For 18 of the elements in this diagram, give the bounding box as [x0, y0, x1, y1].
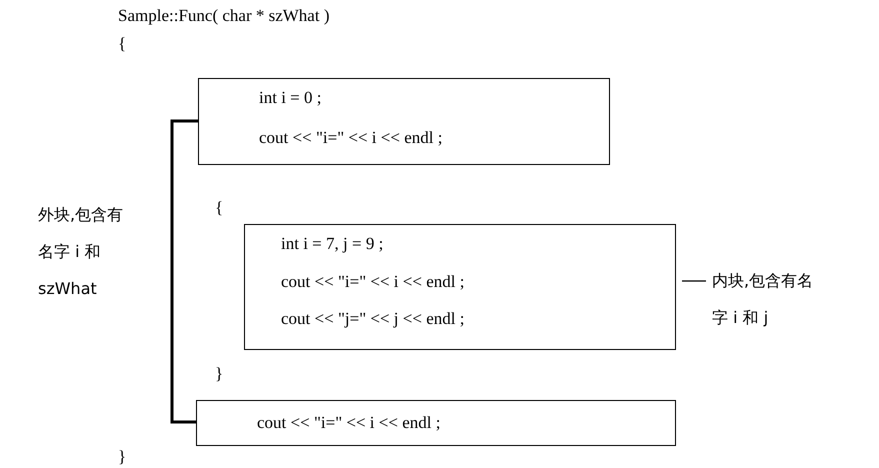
- leader-line: [682, 280, 706, 282]
- code-line: cout << "i=" << i << endl ;: [281, 272, 464, 292]
- code-line: int i = 7, j = 9 ;: [281, 234, 384, 254]
- annotation-text: 内块,包含有名字 i 和 j: [712, 262, 828, 336]
- code-line: cout << "j=" << j << endl ;: [281, 309, 464, 329]
- code-block-box: [198, 78, 610, 165]
- bracket-line: [170, 120, 198, 424]
- annotation-text: 外块,包含有名字 i 和 szWhat: [38, 204, 124, 300]
- brace: }: [215, 364, 224, 384]
- brace: {: [215, 198, 224, 218]
- code-line: int i = 0 ;: [259, 88, 322, 108]
- code-block-box: [196, 400, 676, 446]
- brace: {: [118, 34, 126, 54]
- code-line: Sample::Func( char * szWhat ): [118, 6, 330, 26]
- code-line: cout << "i=" << i << endl ;: [257, 413, 440, 433]
- brace: }: [118, 447, 126, 467]
- code-block-box: [244, 224, 676, 350]
- code-line: cout << "i=" << i << endl ;: [259, 128, 442, 148]
